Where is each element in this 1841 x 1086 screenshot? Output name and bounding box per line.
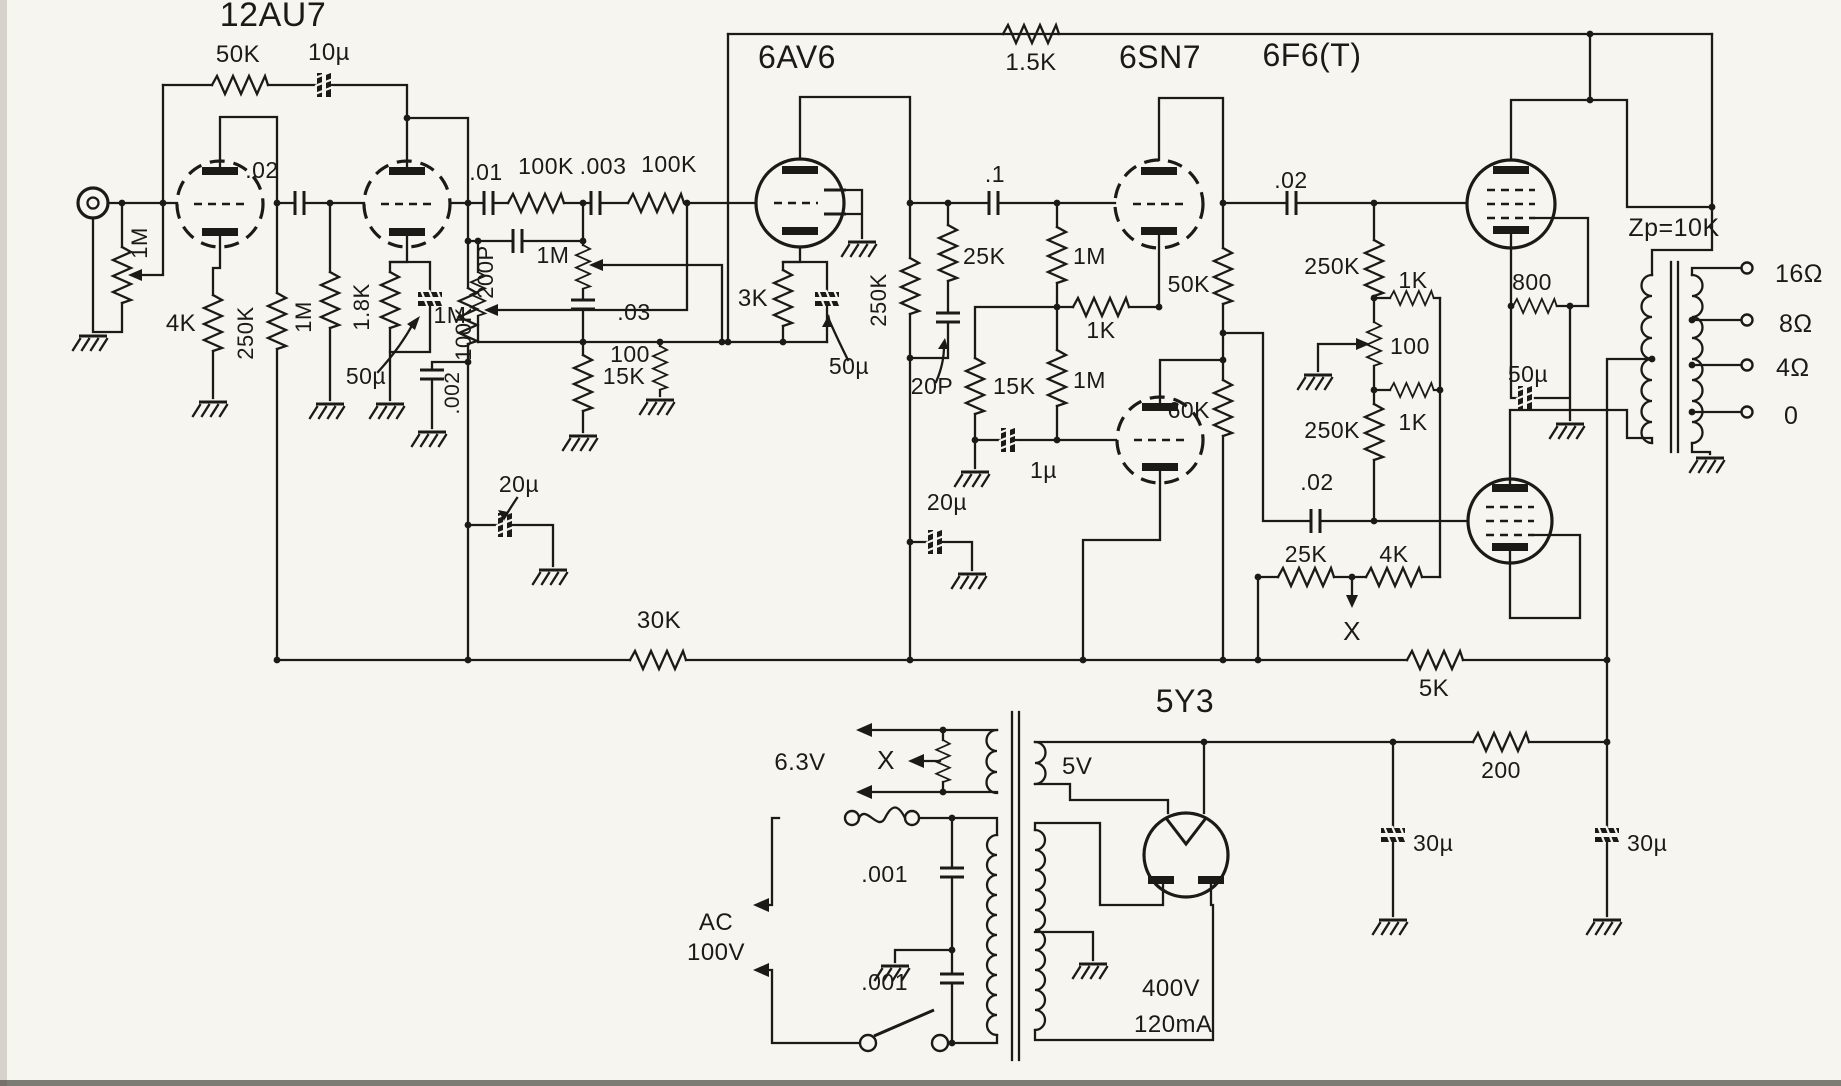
label-res-800: 800 [1512, 269, 1552, 295]
label-cap-001b: .001 [861, 969, 908, 995]
fuse [843, 806, 921, 827]
label-res-1k8: 1.8K [349, 283, 374, 330]
label-pot-1m-input: 1M [127, 227, 152, 259]
tube-6f6-upper [1465, 158, 1557, 250]
label-cap-10u: 10µ [308, 39, 350, 66]
label-res-5k: 5K [1419, 675, 1449, 702]
label-x-heater: X [877, 745, 895, 775]
tube-6sn7-upper [1113, 158, 1205, 250]
label-hv-400v: 400V [1142, 975, 1200, 1002]
label-hv-120ma: 120mA [1134, 1011, 1213, 1038]
label-res-1k-a: 1K [1086, 317, 1115, 343]
label-cap-03: .03 [617, 299, 650, 325]
label-res-60k: 60K [1168, 397, 1211, 423]
label-zp: Zp=10K [1628, 214, 1719, 242]
tube-6sn7-lower [1115, 395, 1205, 485]
tube-5y3 [1142, 811, 1230, 899]
label-res-100k-d: 100K [451, 307, 476, 360]
label-res-3k: 3K [738, 285, 768, 312]
label-res-250k-b: 250K [866, 273, 891, 326]
label-res-1m-d: 1M [1073, 367, 1106, 393]
label-pot-1m-c: 1M [434, 302, 467, 328]
label-cap-50u-c: 50µ [1508, 361, 1548, 387]
tube-12au7-b [362, 159, 452, 249]
label-res-50k-a: 50K [1168, 271, 1211, 297]
label-res-50k-fb: 50K [216, 41, 260, 68]
label-pot-1m-b: 1M [537, 242, 570, 268]
label-res-1m-c: 1M [1073, 243, 1106, 269]
label-tube-6av6: 6AV6 [758, 39, 836, 75]
label-tap-4: 4Ω [1776, 354, 1810, 382]
label-res-15k-b: 15K [993, 373, 1036, 399]
label-cap-20u-a: 20µ [499, 471, 539, 497]
label-cap-02b: .02 [1274, 167, 1307, 193]
label-cap-003: .003 [580, 153, 627, 179]
label-res-4k: 4K [166, 310, 196, 337]
label-res-1k-b: 1K [1398, 267, 1427, 293]
output-transformer [1640, 260, 1754, 454]
scan-edge-bottom [0, 1080, 1841, 1086]
label-res-100-a: 100 [610, 341, 650, 367]
label-tube-5y3: 5Y3 [1156, 683, 1214, 719]
power-transformer [985, 710, 1047, 1062]
label-cap-02c: .02 [1300, 469, 1333, 495]
input-jack [76, 186, 110, 220]
label-res-200: 200 [1481, 757, 1521, 783]
label-x-tap: X [1343, 616, 1361, 646]
label-tube-6sn7: 6SN7 [1119, 39, 1201, 75]
label-cap-20u-b: 20µ [927, 489, 967, 515]
label-res-250k-c: 250K [1304, 253, 1360, 279]
label-tube-12au7: 12AU7 [220, 0, 326, 34]
label-winding-5v: 5V [1062, 753, 1092, 780]
label-res-4k-b: 4K [1379, 541, 1408, 567]
label-res-100k-c: 100K [641, 151, 697, 177]
label-res-250k-a: 250K [233, 306, 258, 359]
tube-6f6-lower [1466, 477, 1554, 565]
junction-dots [118, 30, 1716, 1047]
label-res-25k-b: 25K [1285, 541, 1328, 567]
label-tap-16: 16Ω [1775, 260, 1823, 288]
label-cap-1u: 1µ [1030, 457, 1057, 483]
arrows [128, 259, 1370, 977]
label-heater-63v: 6.3V [774, 749, 825, 776]
label-cap-02a: .02 [245, 157, 278, 183]
label-ac: AC [699, 909, 733, 936]
label-cap-50u-a: 50µ [346, 363, 386, 389]
label-res-250k-d: 250K [1304, 417, 1360, 443]
label-res-1k-c: 1K [1398, 409, 1427, 435]
label-tap-8: 8Ω [1779, 310, 1813, 338]
label-cap-50u-b: 50µ [829, 353, 869, 379]
label-tap-0: 0 [1784, 402, 1798, 430]
label-cap-p1: .1 [985, 161, 1005, 187]
label-cap-30u-b: 30µ [1627, 830, 1667, 856]
tube-12au7-a [175, 159, 265, 249]
label-cap-30u-a: 30µ [1413, 830, 1453, 856]
label-cap-01: .01 [469, 159, 502, 185]
label-cap-001a: .001 [861, 861, 908, 887]
label-res-30k: 30K [637, 607, 681, 634]
label-ac-100v: 100V [687, 939, 745, 966]
label-cap-200p: 200P [473, 245, 498, 298]
label-res-100k-b: 100K [518, 153, 574, 179]
label-res-1m-a: 1M [291, 301, 316, 333]
label-tube-6f6: 6F6(T) [1263, 37, 1362, 73]
power-switch [858, 1008, 950, 1053]
label-cap-20p: 20P [911, 373, 953, 399]
label-res-25k-a: 25K [963, 243, 1006, 269]
label-cap-002: .002 [441, 372, 464, 415]
label-res-15k-a: 15K [603, 363, 646, 389]
scan-edge-left [0, 0, 7, 1086]
tube-6av6 [754, 157, 846, 249]
label-res-100-b: 100 [1390, 333, 1430, 359]
label-res-1k5: 1.5K [1005, 49, 1056, 76]
pointer-curves [376, 320, 946, 519]
